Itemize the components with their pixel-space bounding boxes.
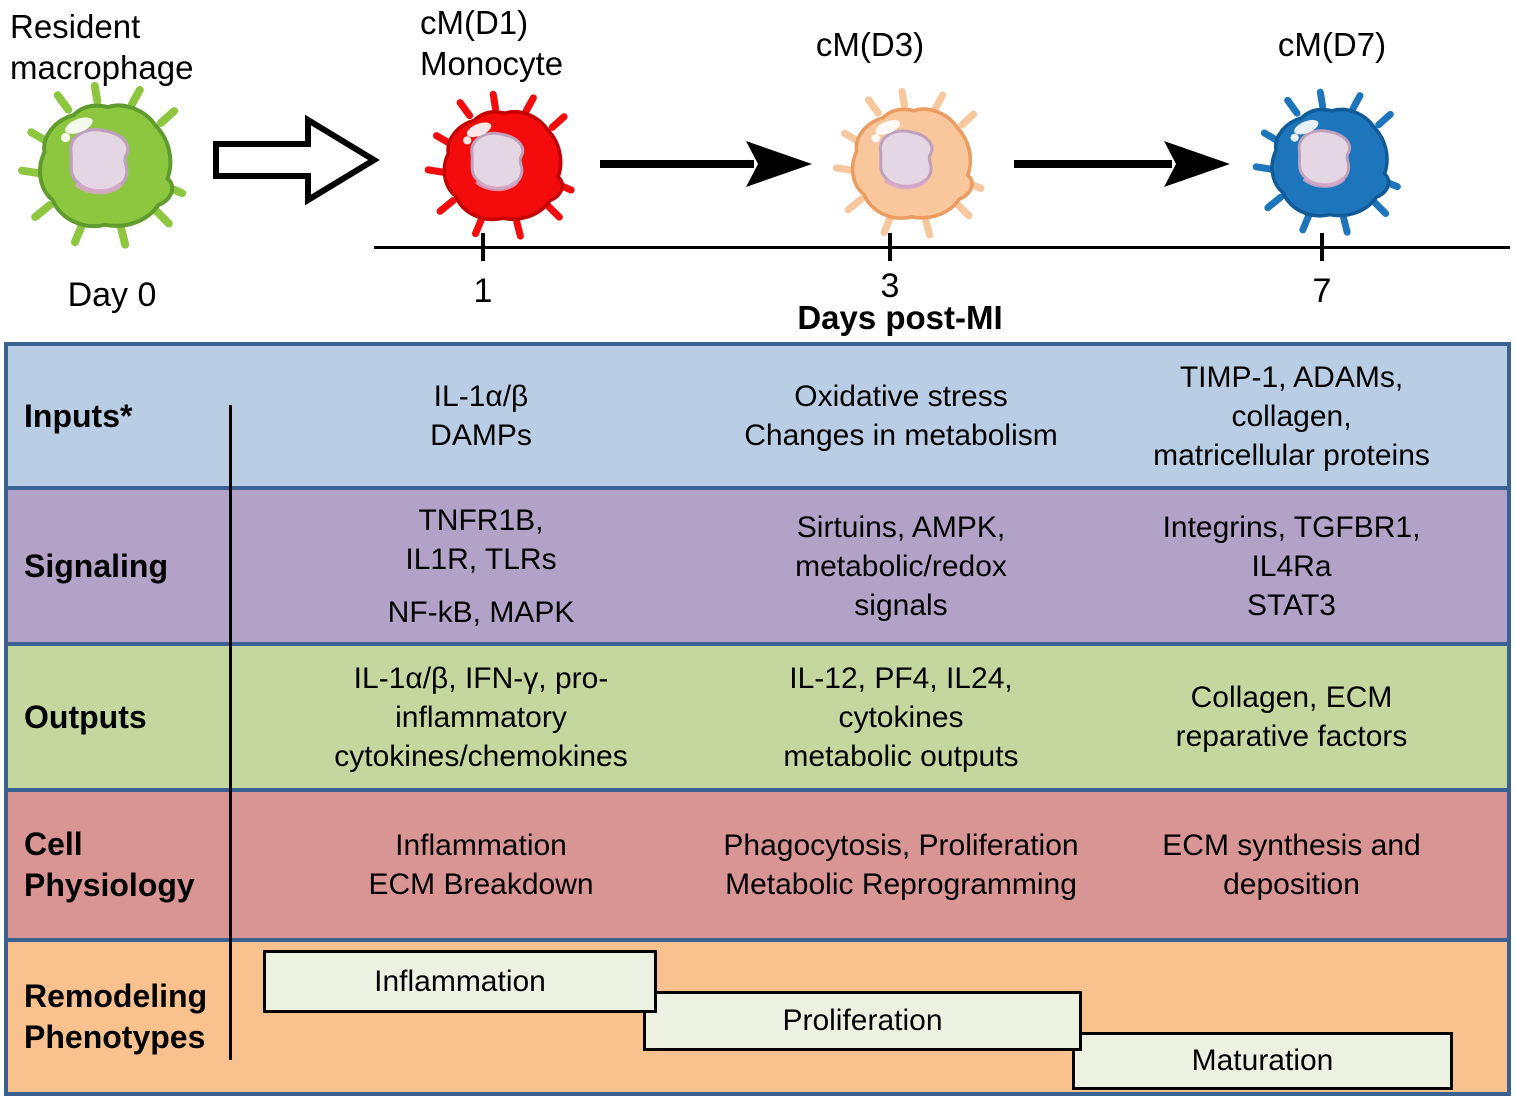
- tick-day-3: [888, 233, 892, 261]
- inputs-d7-cell: TIMP-1, ADAMs,collagen,matricellular pro…: [1153, 360, 1430, 472]
- stage-label-cM-D3: cM(D3): [815, 26, 925, 63]
- phenotype-box-inflammation-label: Inflammation: [374, 964, 546, 998]
- table-row-outputs: Outputs IL-1α/β, IFN-γ, pro-inflammatory…: [4, 642, 1511, 792]
- phenotype-box-proliferation: Proliferation: [643, 991, 1082, 1051]
- axis-label-days-post-mi: Days post-MI: [797, 299, 1003, 336]
- cM-D1-monocyte-cell-icon: [424, 90, 575, 240]
- day-label-7: 7: [1312, 272, 1332, 310]
- stage-label-resident-macrophage: Resident macrophage: [10, 8, 194, 86]
- timeline-axis: [374, 246, 1510, 249]
- open-arrow-icon: [213, 114, 380, 206]
- row-label-outputs: Outputs: [24, 698, 147, 735]
- tick-day-7: [1320, 233, 1324, 261]
- day-label-0: Day 0: [67, 276, 157, 314]
- solid-arrow-icon-d1-d3: [600, 141, 812, 187]
- cM-D3-cell-icon: [832, 87, 985, 239]
- phenotype-box-inflammation: Inflammation: [263, 950, 657, 1013]
- tick-day-1: [481, 233, 485, 261]
- stage-label-cM-D1: cM(D1) Monocyte: [420, 4, 564, 82]
- cM-D7-cell-icon: [1252, 88, 1401, 236]
- row-label-inputs: Inputs*: [24, 397, 133, 434]
- day-label-3: 3: [880, 267, 900, 305]
- day-label-1: 1: [473, 272, 493, 310]
- phenotype-box-proliferation-label: Proliferation: [782, 1004, 943, 1037]
- resident-macrophage-cell-icon: [18, 81, 187, 249]
- stage-label-cM-D7: cM(D7): [1277, 26, 1387, 63]
- solid-arrow-icon-d3-d7: [1014, 141, 1230, 187]
- phenotype-box-maturation: Maturation: [1072, 1032, 1453, 1090]
- row-label-signaling: Signaling: [24, 547, 168, 584]
- label-column-divider-line: [229, 405, 232, 1060]
- phenotype-box-maturation-label: Maturation: [1191, 1044, 1334, 1077]
